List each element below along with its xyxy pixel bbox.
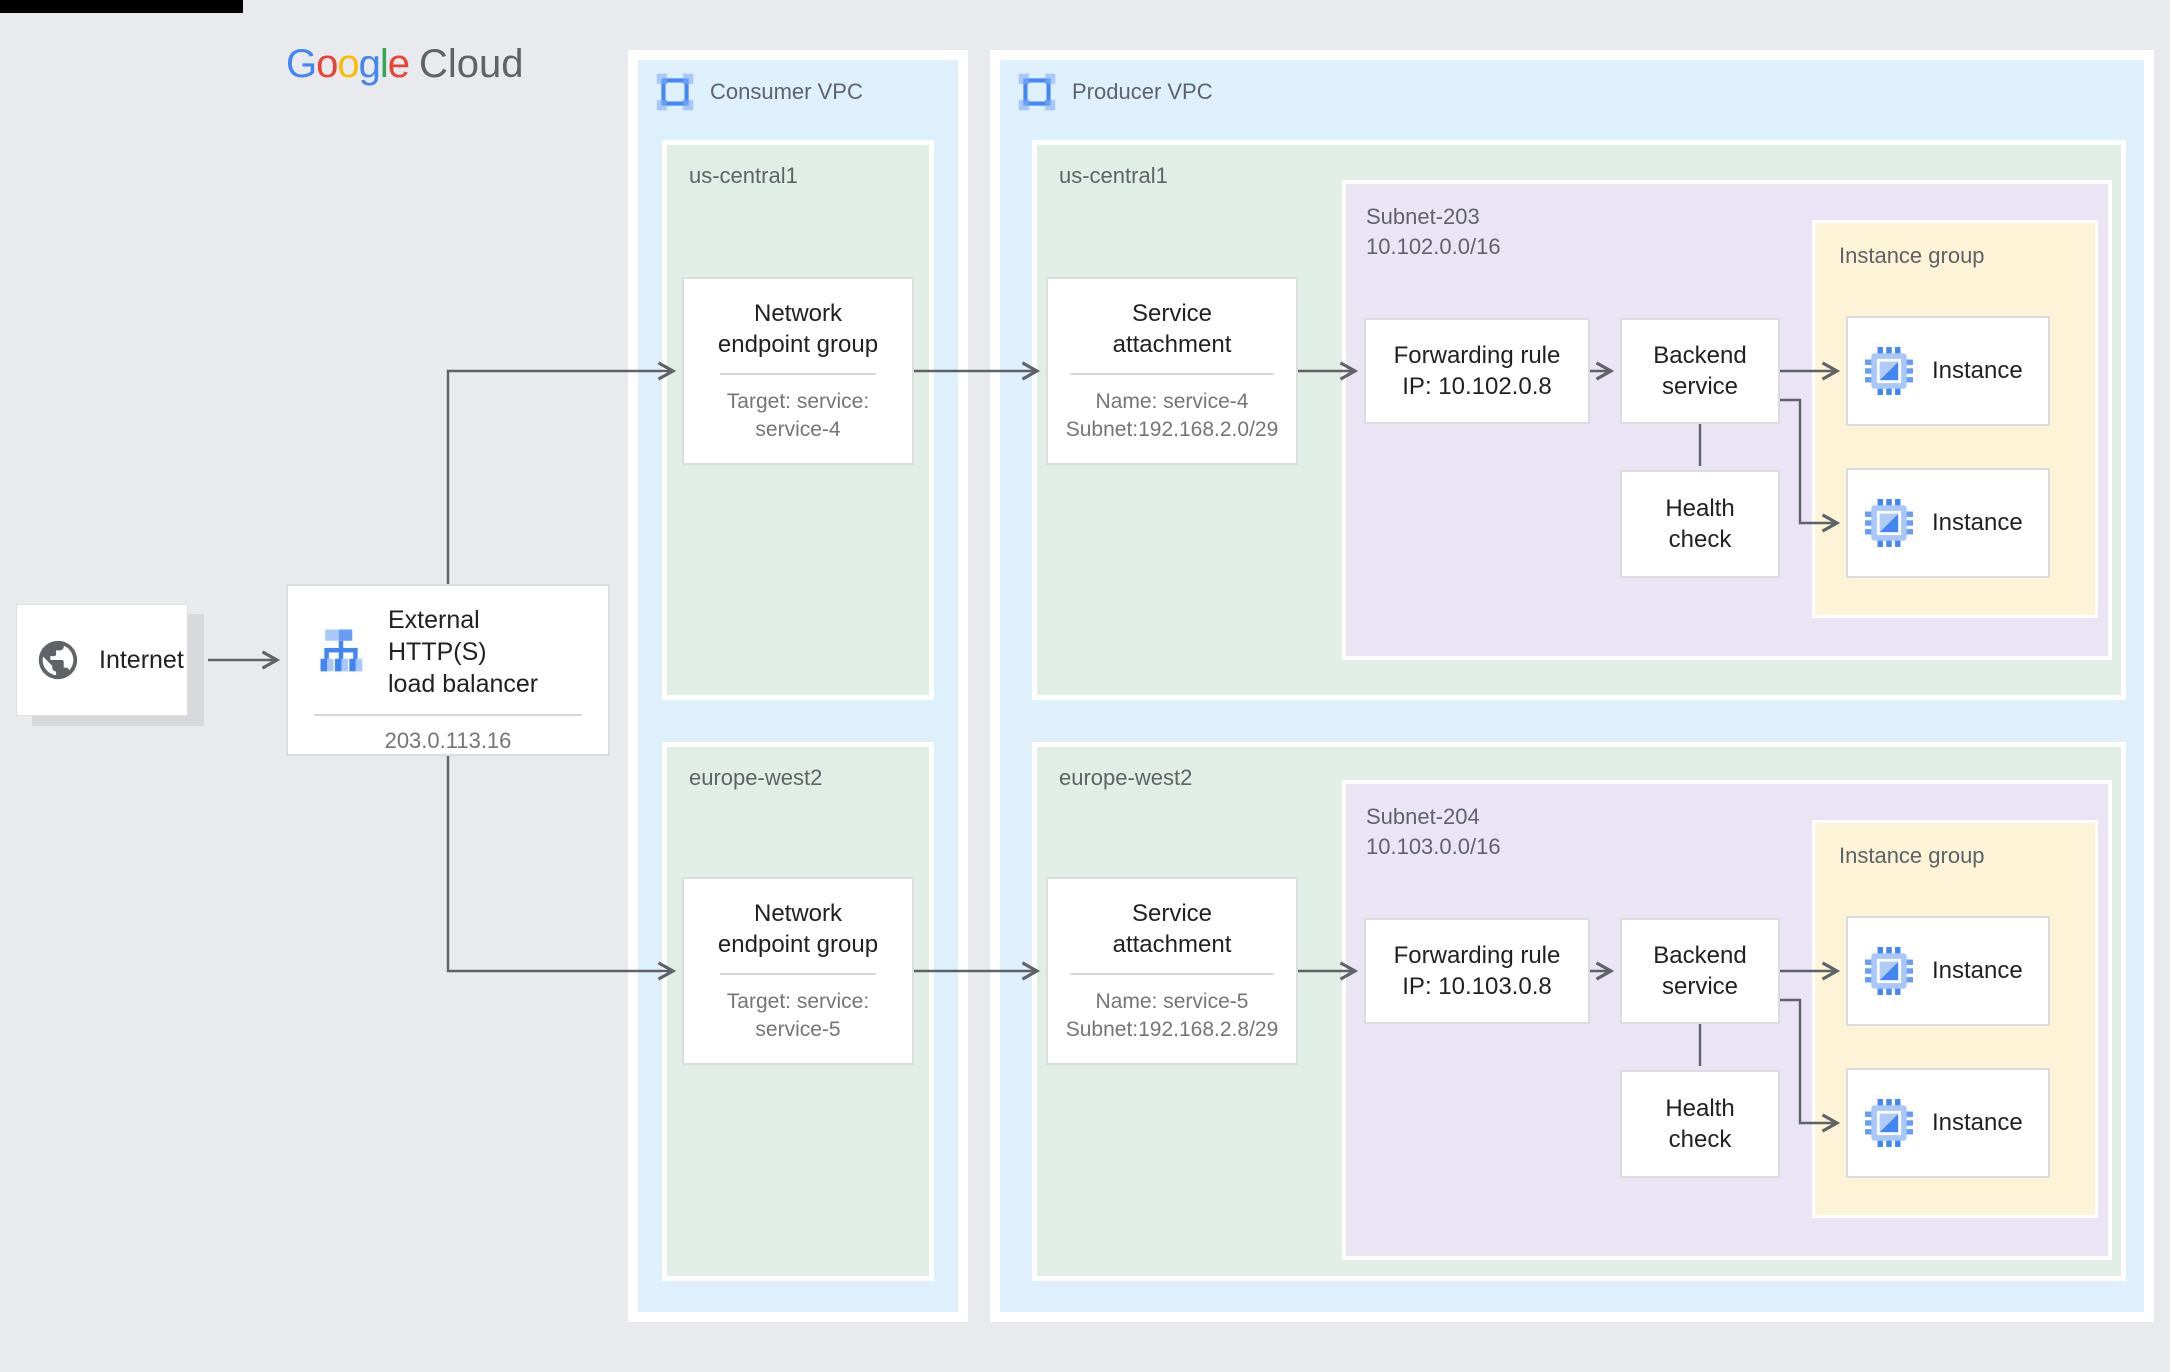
vpc-network-icon: [656, 73, 694, 111]
neg-title-line2: endpoint group: [717, 331, 879, 358]
lb-title-line1: External HTTP(S): [388, 606, 487, 666]
neg-target-line1: Target: service:: [726, 990, 870, 1013]
fr-title: Forwarding rule: [1393, 942, 1561, 969]
neg-target-line2: service-4: [755, 418, 841, 441]
bs-title-line1: Backend: [1653, 942, 1747, 969]
instance-node: Instance: [1846, 316, 2050, 426]
internet-node: Internet: [16, 604, 188, 716]
compute-engine-icon: [1864, 1098, 1914, 1148]
divider: [314, 714, 582, 716]
backend-service-node: Backend service: [1620, 918, 1780, 1024]
globe-icon: [35, 637, 81, 683]
neg-target-line2: service-5: [755, 1018, 841, 1041]
bs-title-line2: service: [1661, 973, 1739, 1000]
instance-node: Instance: [1846, 468, 2050, 578]
backend-service-node: Backend service: [1620, 318, 1780, 424]
logo-cloud-text: Cloud: [419, 42, 524, 86]
lb-ip-address: 203.0.113.16: [384, 728, 512, 753]
divider: [720, 973, 876, 975]
network-endpoint-group-node: Network endpoint group Target: service: …: [682, 877, 914, 1065]
producer-vpc-panel: Producer VPC us-central1 europe-west2 Su…: [990, 50, 2154, 1322]
bs-title-line2: service: [1661, 373, 1739, 400]
sa-name-line: Name: service-4: [1095, 390, 1249, 413]
sa-name-line: Name: service-5: [1095, 990, 1249, 1013]
logo-letter: g: [358, 42, 381, 86]
subnet-label: Subnet-203 10.102.0.0/16: [1366, 202, 1501, 262]
divider: [1070, 973, 1274, 975]
instance-node: Instance: [1846, 1068, 2050, 1178]
consumer-vpc-zone: Consumer VPC us-central1 europe-west2 Ne…: [638, 60, 958, 1312]
sa-subnet-line: Subnet:192.168.2.8/29: [1065, 1018, 1279, 1041]
sa-title-line1: Service: [1131, 300, 1213, 327]
sa-title-line1: Service: [1131, 900, 1213, 927]
load-balancer-node: External HTTP(S) load balancer 203.0.113…: [286, 584, 610, 756]
divider: [720, 373, 876, 375]
internet-label: Internet: [99, 645, 184, 674]
instance-node: Instance: [1846, 916, 2050, 1026]
compute-engine-icon: [1864, 946, 1914, 996]
network-endpoint-group-node: Network endpoint group Target: service: …: [682, 277, 914, 465]
instance-group-label: Instance group: [1839, 243, 1985, 268]
compute-engine-icon: [1864, 498, 1914, 548]
region-label: us-central1: [1059, 163, 1168, 188]
service-attachment-node: Service attachment Name: service-5 Subne…: [1046, 877, 1298, 1065]
hc-title-line2: check: [1668, 526, 1732, 553]
logo-letter: e: [387, 42, 410, 86]
window-edge-bar: [0, 0, 243, 13]
logo-letter: o: [316, 42, 338, 86]
producer-vpc-label: Producer VPC: [1072, 79, 1213, 104]
consumer-vpc-label: Consumer VPC: [710, 79, 863, 104]
region-label: europe-west2: [689, 765, 823, 790]
consumer-vpc-panel: Consumer VPC us-central1 europe-west2 Ne…: [628, 50, 968, 1322]
logo-letter: o: [337, 42, 359, 86]
logo-letter: G: [286, 42, 317, 86]
service-attachment-node: Service attachment Name: service-4 Subne…: [1046, 277, 1298, 465]
consumer-vpc-header: Consumer VPC: [638, 60, 958, 111]
sa-title-line2: attachment: [1112, 931, 1232, 958]
health-check-node: Health check: [1620, 1070, 1780, 1178]
neg-target-line1: Target: service:: [726, 390, 870, 413]
hc-title-line1: Health: [1665, 495, 1735, 522]
hc-title-line1: Health: [1665, 1095, 1735, 1122]
sa-title-line2: attachment: [1112, 331, 1232, 358]
instance-group-label: Instance group: [1839, 843, 1985, 868]
neg-title-line1: Network: [753, 300, 843, 327]
neg-title-line1: Network: [753, 900, 843, 927]
sa-subnet-line: Subnet:192.168.2.0/29: [1065, 418, 1279, 441]
forwarding-rule-node: Forwarding rule IP: 10.102.0.8: [1364, 318, 1590, 424]
health-check-node: Health check: [1620, 470, 1780, 578]
producer-vpc-zone: Producer VPC us-central1 europe-west2 Su…: [1000, 60, 2144, 1312]
fr-ip: IP: 10.103.0.8: [1402, 973, 1552, 1000]
divider: [1070, 373, 1274, 375]
subnet-name: Subnet-203: [1366, 204, 1480, 229]
lb-title-line2: load balancer: [388, 670, 539, 698]
instance-label: Instance: [1932, 357, 2023, 384]
subnet-label: Subnet-204 10.103.0.0/16: [1366, 802, 1501, 862]
neg-title-line2: endpoint group: [717, 931, 879, 958]
logo-letter: l: [379, 42, 389, 86]
forwarding-rule-node: Forwarding rule IP: 10.103.0.8: [1364, 918, 1590, 1024]
region-label: us-central1: [689, 163, 798, 188]
instance-label: Instance: [1932, 1109, 2023, 1136]
producer-vpc-header: Producer VPC: [1000, 60, 2144, 111]
fr-title: Forwarding rule: [1393, 342, 1561, 369]
hc-title-line2: check: [1668, 1126, 1732, 1153]
bs-title-line1: Backend: [1653, 342, 1747, 369]
instance-label: Instance: [1932, 957, 2023, 984]
compute-engine-icon: [1864, 346, 1914, 396]
instance-label: Instance: [1932, 509, 2023, 536]
fr-ip: IP: 10.102.0.8: [1402, 373, 1552, 400]
load-balancer-icon: [314, 625, 368, 679]
subnet-name: Subnet-204: [1366, 804, 1480, 829]
subnet-cidr: 10.103.0.0/16: [1366, 834, 1501, 859]
vpc-network-icon: [1018, 73, 1056, 111]
subnet-cidr: 10.102.0.0/16: [1366, 234, 1501, 259]
region-label: europe-west2: [1059, 765, 1193, 790]
